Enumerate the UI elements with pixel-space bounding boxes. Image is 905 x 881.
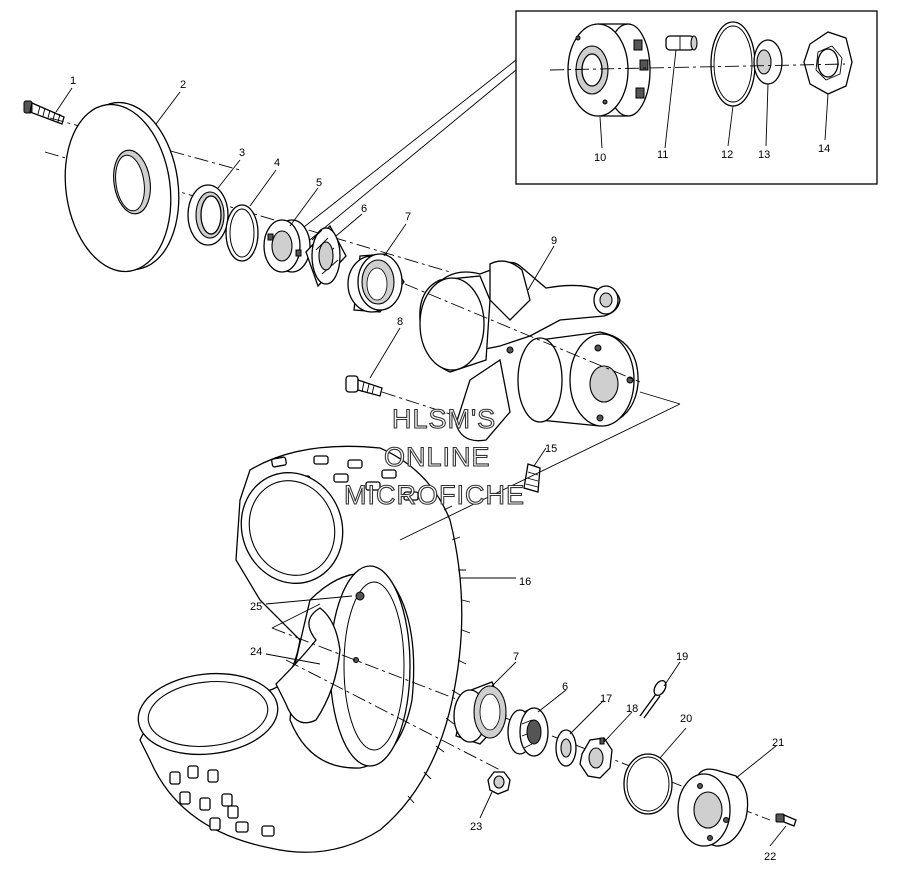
callout-18: 18 [626, 703, 638, 715]
callout-25: 25 [250, 601, 262, 613]
callout-15: 15 [545, 443, 557, 455]
callout-14: 14 [818, 143, 830, 155]
callout-labels: 1 2 3 4 5 6 7 8 9 10 11 12 13 14 15 16 2… [70, 75, 830, 863]
part-10-hub [567, 23, 651, 117]
callout-8: 8 [397, 316, 403, 328]
part-21-hub-cap [677, 768, 749, 847]
part-20-o-ring [623, 753, 673, 815]
part-7-race-lower [453, 681, 507, 745]
part-11-pin [665, 35, 698, 51]
part-15-valve [523, 463, 541, 493]
part-12-ring [710, 21, 756, 107]
callout-11: 11 [657, 149, 668, 161]
callout-21: 21 [772, 737, 784, 749]
part-13-washer [753, 39, 783, 85]
inset-connector [299, 69, 517, 249]
connector [639, 391, 681, 405]
part-5-hub-sleeve [263, 219, 311, 273]
part-9-knuckle [419, 260, 639, 442]
callout-2: 2 [180, 79, 186, 91]
part-17-washer [555, 729, 577, 767]
inset-detail [515, 10, 878, 185]
callout-6-lower: 6 [562, 681, 568, 693]
rim-inner-ring [137, 672, 279, 756]
connector [271, 603, 321, 629]
callout-10: 10 [594, 152, 606, 164]
callout-17: 17 [600, 693, 612, 705]
watermark: HLSM'S ONLINE MICROFICHE [343, 403, 525, 510]
callout-19: 19 [676, 651, 688, 663]
part-23-lug-nut [487, 771, 511, 795]
part-1-bolt [23, 100, 65, 125]
part-18-castle-nut [579, 737, 613, 779]
callout-4: 4 [274, 157, 280, 169]
watermark-line-1: HLSM'S [392, 404, 496, 434]
inset-connector [289, 59, 517, 239]
part-6-bearing [305, 224, 347, 288]
rim-outer-ring [240, 472, 344, 584]
callout-12: 12 [721, 149, 733, 161]
callout-23: 23 [470, 821, 482, 833]
part-2-disc [64, 101, 180, 273]
callout-22: 22 [764, 851, 776, 863]
part-22-screw [775, 813, 797, 827]
callout-7-lower: 7 [513, 651, 519, 663]
callout-16: 16 [519, 576, 531, 588]
leader-lines [55, 87, 787, 847]
watermark-line-3: MICROFICHE [344, 480, 525, 510]
axis-hub [404, 283, 641, 383]
part-4-snap-ring [225, 204, 259, 262]
part-24-rim-half [275, 607, 341, 724]
callout-13: 13 [758, 149, 770, 161]
callout-3: 3 [239, 147, 245, 159]
axis-lower-2 [285, 659, 501, 771]
part-19-cotter-pin [639, 679, 667, 719]
callout-6-upper: 6 [361, 203, 367, 215]
part-7-race-upper [347, 253, 405, 313]
callout-7-upper: 7 [405, 211, 411, 223]
callout-5: 5 [316, 177, 322, 189]
part-14-nut [803, 31, 853, 95]
part-3-seal [187, 184, 229, 246]
part-8-bolt [345, 375, 451, 415]
watermark-line-2: ONLINE [384, 442, 491, 472]
part-6-bearing-lower [507, 707, 549, 757]
callout-1: 1 [70, 75, 76, 87]
callout-24: 24 [250, 646, 262, 658]
callout-20: 20 [680, 713, 692, 725]
callout-9: 9 [551, 235, 557, 247]
connector [399, 403, 681, 541]
